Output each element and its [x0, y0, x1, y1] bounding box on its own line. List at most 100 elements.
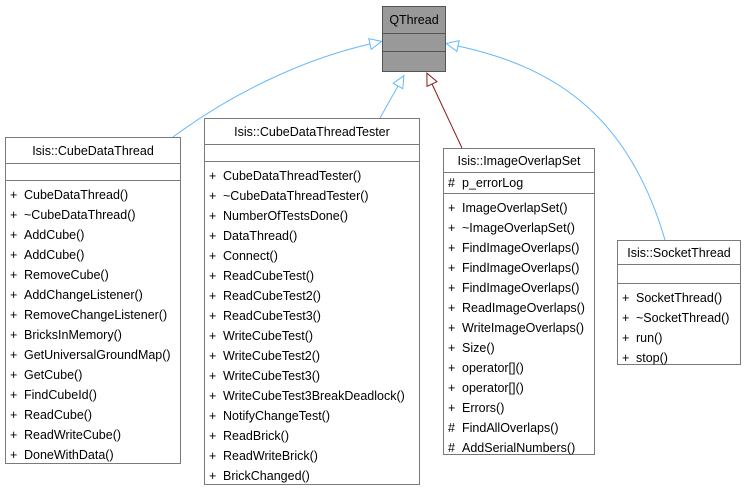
method-row[interactable]: + ReadCubeTest()	[205, 266, 419, 286]
class-methods-section: +CubeDataThread()+~CubeDataThread()+AddC…	[6, 181, 180, 465]
edge-imageoverlapset-to-qthread	[432, 84, 463, 149]
method-row[interactable]: +FindCubeId()	[6, 385, 180, 405]
visibility-marker: +	[209, 469, 217, 483]
edge-socketthread-to-qthread	[458, 46, 666, 241]
visibility-marker: +	[10, 268, 18, 282]
class-box-cube-data-thread[interactable]: Isis::CubeDataThread +CubeDataThread()+~…	[5, 137, 181, 464]
member-name: CubeDataThread()	[24, 188, 129, 202]
method-row[interactable]: +CubeDataThreadTester()	[205, 166, 419, 186]
method-row[interactable]: +FindImageOverlaps()	[444, 278, 594, 298]
member-name: stop()	[636, 351, 668, 365]
visibility-marker: +	[209, 409, 217, 423]
visibility-marker: +	[448, 321, 456, 335]
visibility-marker: #	[448, 441, 455, 455]
member-name: FindCubeId()	[24, 388, 97, 402]
visibility-marker: +	[209, 269, 217, 283]
class-attributes-section	[618, 265, 740, 284]
visibility-marker: +	[209, 169, 217, 183]
method-row[interactable]: +FindImageOverlaps()	[444, 258, 594, 278]
method-row[interactable]: +DoneWithData()	[6, 445, 180, 465]
class-attributes-section	[205, 145, 419, 162]
method-row[interactable]: +NumberOfTestsDone()	[205, 206, 419, 226]
visibility-marker: +	[10, 428, 18, 442]
method-row[interactable]: +WriteCubeTest3BreakDeadlock()	[205, 386, 419, 406]
method-row[interactable]: +ReadCube()	[6, 405, 180, 425]
method-row[interactable]: + BrickChanged()	[205, 466, 419, 486]
visibility-marker: +	[209, 369, 217, 383]
member-name: BrickChanged()	[223, 469, 310, 483]
member-name: RemoveCube()	[24, 268, 109, 282]
method-row[interactable]: +WriteCubeTest3()	[205, 366, 419, 386]
method-row[interactable]: +WriteCubeTest2()	[205, 346, 419, 366]
visibility-marker: +	[10, 288, 18, 302]
method-row[interactable]: +ReadBrick()	[205, 426, 419, 446]
class-box-cube-data-thread-tester[interactable]: Isis::CubeDataThreadTester +CubeDataThre…	[204, 118, 420, 485]
method-row[interactable]: + RemoveCube()	[6, 265, 180, 285]
class-methods-section: +SocketThread()+~SocketThread()+run()+st…	[618, 284, 740, 368]
class-name: Isis::ImageOverlapSet	[444, 149, 594, 173]
method-row[interactable]: + Size()	[444, 338, 594, 358]
method-row[interactable]: +ImageOverlapSet()	[444, 198, 594, 218]
method-row[interactable]: +~SocketThread()	[618, 308, 740, 328]
method-row[interactable]: + AddChangeListener()	[6, 285, 180, 305]
method-row[interactable]: +operator[]()	[444, 378, 594, 398]
member-name: Size()	[462, 341, 495, 355]
class-box-qthread[interactable]: QThread	[382, 6, 446, 72]
visibility-marker: +	[448, 341, 456, 355]
member-name: ReadCubeTest()	[223, 269, 315, 283]
member-name: SocketThread()	[636, 291, 723, 305]
class-box-image-overlap-set[interactable]: Isis::ImageOverlapSet #p_errorLog +Image…	[443, 148, 595, 455]
method-row[interactable]: +WriteCubeTest()	[205, 326, 419, 346]
visibility-marker: +	[448, 201, 456, 215]
method-row[interactable]: +BricksInMemory()	[6, 325, 180, 345]
method-row[interactable]: +ReadWriteCube()	[6, 425, 180, 445]
class-name: Isis::SocketThread	[618, 241, 740, 265]
method-row[interactable]: #FindAllOverlaps()	[444, 418, 594, 438]
member-name: Errors()	[462, 401, 505, 415]
visibility-marker: +	[622, 351, 630, 365]
method-row[interactable]: +~ImageOverlapSet()	[444, 218, 594, 238]
member-name: WriteCubeTest3BreakDeadlock()	[223, 389, 405, 403]
member-name: AddChangeListener()	[24, 288, 143, 302]
attribute-row[interactable]: #p_errorLog	[444, 173, 594, 193]
visibility-marker: +	[10, 368, 18, 382]
visibility-marker: #	[448, 176, 455, 190]
method-row[interactable]: +ReadImageOverlaps()	[444, 298, 594, 318]
method-row[interactable]: #AddSerialNumbers()	[444, 438, 594, 458]
method-row[interactable]: +RemoveChangeListener()	[6, 305, 180, 325]
method-row[interactable]: +NotifyChangeTest()	[205, 406, 419, 426]
edge-tester-to-qthread	[379, 86, 398, 119]
class-box-socket-thread[interactable]: Isis::SocketThread +SocketThread()+~Sock…	[617, 240, 741, 365]
method-row[interactable]: +FindImageOverlaps()	[444, 238, 594, 258]
member-name: DoneWithData()	[24, 448, 114, 462]
method-row[interactable]: +run()	[618, 328, 740, 348]
method-row[interactable]: +CubeDataThread()	[6, 185, 180, 205]
member-name: FindImageOverlaps()	[462, 261, 580, 275]
method-row[interactable]: + WriteImageOverlaps()	[444, 318, 594, 338]
method-row[interactable]: +Errors()	[444, 398, 594, 418]
method-row[interactable]: +~CubeDataThread()	[6, 205, 180, 225]
method-row[interactable]: +SocketThread()	[618, 288, 740, 308]
method-row[interactable]: +GetUniversalGroundMap()	[6, 345, 180, 365]
method-row[interactable]: +ReadCubeTest3()	[205, 306, 419, 326]
member-name: WriteImageOverlaps()	[462, 321, 585, 335]
visibility-marker: +	[622, 311, 630, 325]
method-row[interactable]: +ReadCubeTest2()	[205, 286, 419, 306]
method-row[interactable]: +DataThread()	[205, 226, 419, 246]
method-row[interactable]: +~CubeDataThreadTester()	[205, 186, 419, 206]
edge-cubedatathread-to-qthread	[172, 44, 370, 138]
method-row[interactable]: +operator[]()	[444, 358, 594, 378]
member-name: ~ImageOverlapSet()	[462, 221, 575, 235]
member-name: BricksInMemory()	[24, 328, 122, 342]
method-row[interactable]: +Connect()	[205, 246, 419, 266]
class-attributes-section: #p_errorLog	[444, 173, 594, 194]
method-row[interactable]: +ReadWriteBrick()	[205, 446, 419, 466]
visibility-marker: +	[448, 301, 456, 315]
member-name: ReadCube()	[24, 408, 93, 422]
visibility-marker: +	[622, 331, 630, 345]
method-row[interactable]: + stop()	[618, 348, 740, 368]
method-row[interactable]: +GetCube()	[6, 365, 180, 385]
method-row[interactable]: +AddCube()	[6, 225, 180, 245]
method-row[interactable]: +AddCube()	[6, 245, 180, 265]
